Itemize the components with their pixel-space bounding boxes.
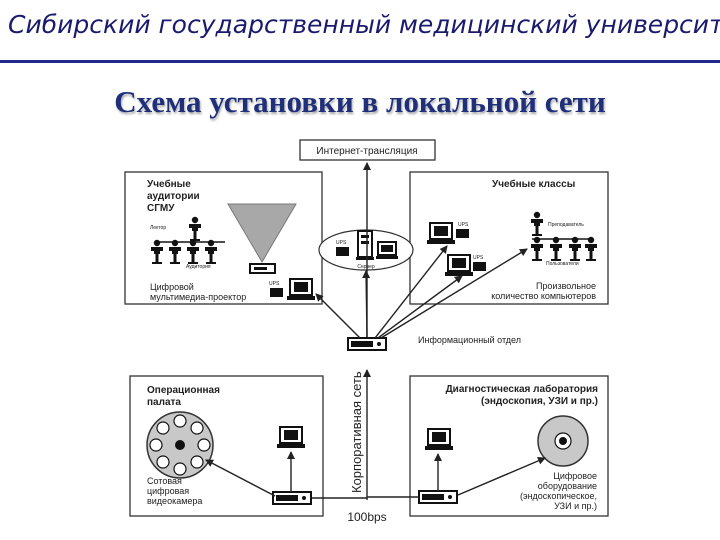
surgery-hub-icon xyxy=(272,491,312,505)
lecture-title-line2: аудитории xyxy=(147,191,200,202)
server-ups-label: UPS xyxy=(336,240,347,246)
surgery-pc-icon xyxy=(276,426,306,449)
diagnostic-title-line1: Диагностическая лаборатория xyxy=(446,383,599,395)
classes-note-line1: Произвольное xyxy=(536,281,596,291)
class-ups-2-label: UPS xyxy=(473,255,484,261)
equip-label-line2: оборудование xyxy=(538,481,597,491)
info-dept-label: Информационный отдел xyxy=(418,335,521,345)
lecture-pc-icon xyxy=(286,278,316,301)
server-monitor-icon xyxy=(376,241,398,259)
university-name: Сибирский государственный медицинский ун… xyxy=(8,10,720,39)
corp-network-label: Корпоративная сеть xyxy=(349,371,364,493)
diagnostic-hub-icon xyxy=(418,490,458,504)
equip-label-line4: УЗИ и пр.) xyxy=(554,501,597,511)
diagnostic-title-line2: (эндоскопия, УЗИ и пр.) xyxy=(481,396,598,407)
class-pc-1-icon xyxy=(426,222,456,245)
hub-connections xyxy=(315,162,528,339)
teacher-label: Преподаватель xyxy=(548,222,584,228)
diagnostic-pc-icon xyxy=(424,428,454,451)
lecture-ups-label: UPS xyxy=(269,281,280,287)
endoscope-icon xyxy=(537,415,589,467)
audience-label: Аудитория xyxy=(186,264,211,270)
projector-label-line2: мультимедиа-проектор xyxy=(150,292,246,302)
surgery-title-line1: Операционная xyxy=(147,385,220,396)
server-tower-icon xyxy=(356,230,374,260)
camera-label-line1: Сотовая xyxy=(147,476,182,486)
projector-icon xyxy=(249,263,276,274)
lecture-title-line3: СГМУ xyxy=(147,203,175,214)
class-ups-1-label: UPS xyxy=(458,222,469,228)
class-pc-2-icon xyxy=(444,254,474,277)
projection-beam xyxy=(227,203,297,263)
students-label: Пользователи xyxy=(546,261,579,267)
speed-label: 100bps xyxy=(347,510,386,524)
lecture-title-line1: Учебные xyxy=(147,178,191,190)
camera-label-line2: цифровая xyxy=(147,486,189,496)
class-ups-1-icon xyxy=(456,229,469,238)
info-dept-hub-icon xyxy=(347,337,387,351)
internet-box xyxy=(299,139,436,161)
header-divider xyxy=(0,60,720,63)
surgery-connections xyxy=(205,451,367,499)
server-ups-icon xyxy=(336,247,349,256)
surgical-lamp-icon xyxy=(146,411,214,479)
equip-label-line1: Цифровое xyxy=(553,471,597,481)
equip-label-line3: (эндоскопическое, xyxy=(520,491,597,501)
camera-label-line3: видеокамера xyxy=(147,496,202,506)
lector-label: Лектор xyxy=(150,225,166,231)
classes-title: Учебные классы xyxy=(492,178,575,190)
internet-label: Интернет-трансляция xyxy=(316,146,417,157)
diagnostic-connections xyxy=(367,453,546,498)
projector-label-line1: Цифровой xyxy=(150,282,194,292)
header-bar: Сибирский государственный медицинский ун… xyxy=(0,0,720,63)
lecture-ups-icon xyxy=(270,288,283,297)
slide-title: Схема установки в локальной сети xyxy=(114,84,606,119)
surgery-title-line2: палата xyxy=(147,397,181,408)
server-label: Сервер xyxy=(357,264,375,270)
classes-note-line2: количество компьютеров xyxy=(491,291,596,301)
class-ups-2-icon xyxy=(473,262,486,271)
